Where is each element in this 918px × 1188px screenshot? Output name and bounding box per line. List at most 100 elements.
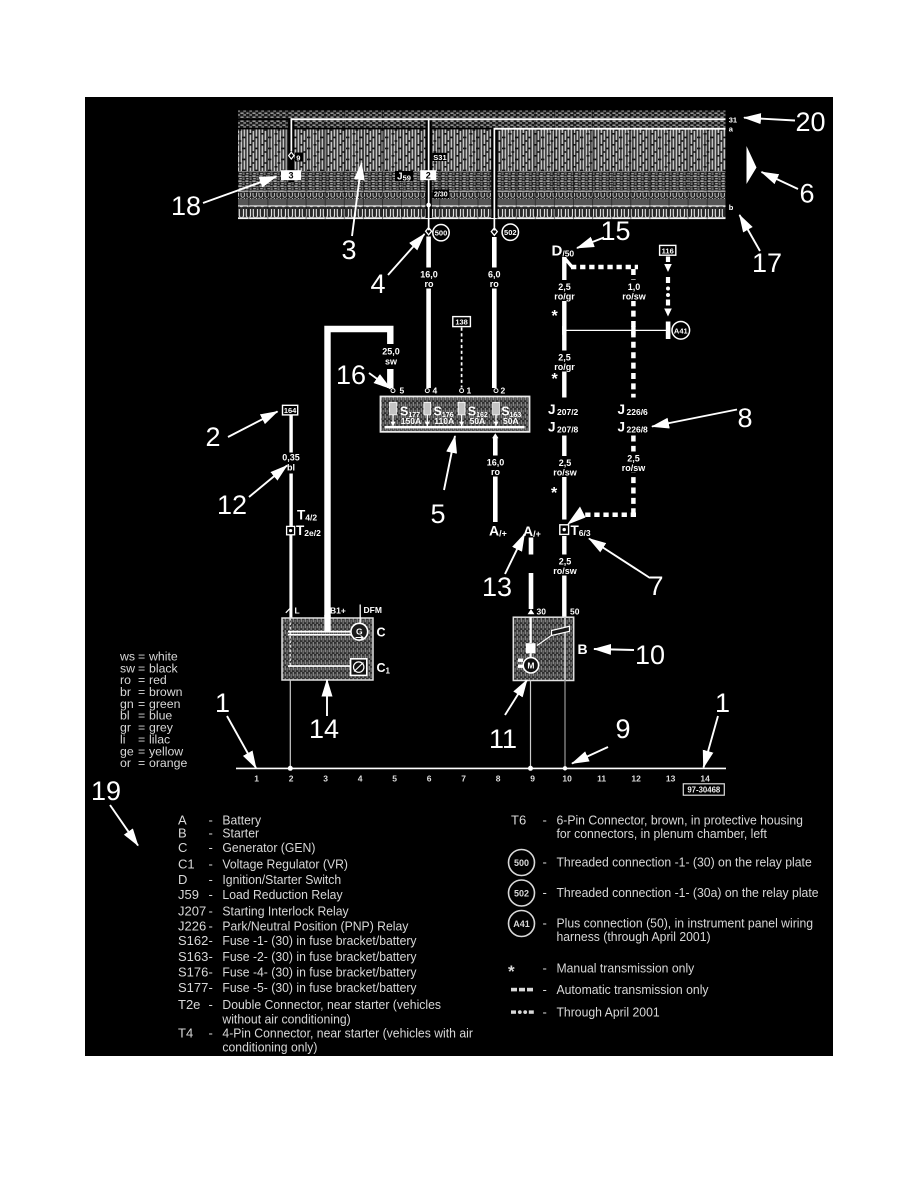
- svg-text:=: =: [138, 650, 145, 664]
- svg-text:18: 18: [171, 191, 201, 221]
- svg-text:B: B: [178, 826, 187, 841]
- svg-text:ro/sw: ro/sw: [622, 463, 647, 473]
- svg-text:*: *: [508, 962, 515, 981]
- svg-text:ro/gr: ro/gr: [554, 292, 575, 302]
- svg-text:-: -: [209, 933, 213, 948]
- svg-text:ro/sw: ro/sw: [553, 468, 578, 478]
- svg-text:3: 3: [341, 235, 356, 265]
- svg-text:Threaded connection -1- (30a): Threaded connection -1- (30a) on the rel…: [556, 886, 818, 900]
- svg-text:b: b: [729, 203, 734, 212]
- svg-text:97-30468: 97-30468: [687, 785, 721, 794]
- svg-text:50A: 50A: [503, 416, 519, 426]
- svg-text:-: -: [543, 916, 547, 931]
- svg-text:110A: 110A: [434, 416, 454, 426]
- svg-text:-: -: [209, 1025, 213, 1040]
- svg-text:-: -: [209, 872, 213, 887]
- svg-text:G: G: [356, 627, 363, 637]
- svg-text:10: 10: [635, 640, 665, 670]
- svg-text:11: 11: [597, 774, 606, 784]
- svg-text:-: -: [209, 949, 213, 964]
- svg-text:-: -: [209, 856, 213, 871]
- svg-text:gn: gn: [120, 697, 134, 711]
- svg-text:sw: sw: [385, 357, 398, 367]
- svg-text:50A: 50A: [470, 416, 486, 426]
- svg-text:-: -: [209, 903, 213, 918]
- svg-text:ro: ro: [120, 673, 131, 687]
- svg-text:6-Pin Connector, brown, in pro: 6-Pin Connector, brown, in protective ho…: [556, 813, 802, 827]
- svg-text:ro/gr: ro/gr: [554, 362, 575, 372]
- svg-text:14: 14: [700, 774, 710, 784]
- svg-text:Park/Neutral Position (PNP) Re: Park/Neutral Position (PNP) Relay: [222, 919, 409, 933]
- svg-text:-: -: [543, 982, 547, 997]
- svg-text:13: 13: [482, 572, 512, 602]
- svg-text:=: =: [138, 685, 145, 699]
- svg-text:gr: gr: [120, 721, 131, 735]
- svg-text:S177: S177: [178, 980, 208, 995]
- svg-text:11: 11: [489, 724, 517, 754]
- svg-text:8: 8: [496, 774, 501, 784]
- svg-text:C: C: [377, 626, 386, 640]
- svg-text:grey: grey: [149, 721, 174, 735]
- svg-text:Fuse -1- (30) in fuse bracket/: Fuse -1- (30) in fuse bracket/battery: [222, 934, 417, 948]
- svg-text:A: A: [178, 812, 187, 827]
- svg-text:4: 4: [433, 386, 438, 396]
- svg-text:Double Connector, near starter: Double Connector, near starter (vehicles: [222, 998, 441, 1012]
- svg-text:25,0: 25,0: [382, 347, 400, 357]
- svg-text:-: -: [209, 887, 213, 902]
- svg-text:L: L: [295, 606, 300, 616]
- svg-text:for connectors, in plenum cham: for connectors, in plenum chamber, left: [556, 826, 767, 840]
- svg-text:12: 12: [631, 774, 641, 784]
- svg-text:J59: J59: [178, 887, 199, 902]
- svg-text:-: -: [209, 812, 213, 827]
- svg-text:ro/sw: ro/sw: [553, 566, 578, 576]
- svg-text:Plus connection (50), in instr: Plus connection (50), in instrument pane…: [556, 916, 813, 930]
- svg-text:yellow: yellow: [149, 744, 183, 758]
- svg-text:9: 9: [296, 154, 300, 163]
- svg-text:-: -: [209, 918, 213, 933]
- svg-text:1: 1: [467, 386, 472, 396]
- svg-text:2: 2: [205, 422, 220, 452]
- svg-text:ro/sw: ro/sw: [622, 292, 647, 302]
- svg-text:16,0: 16,0: [420, 270, 438, 280]
- svg-text:6: 6: [799, 179, 814, 209]
- svg-text:a: a: [729, 125, 734, 134]
- svg-text:1,0: 1,0: [628, 282, 641, 292]
- svg-text:2,5: 2,5: [558, 353, 571, 363]
- svg-text:150A: 150A: [401, 416, 421, 426]
- svg-text:10: 10: [562, 774, 572, 784]
- svg-text:500: 500: [435, 229, 448, 238]
- svg-text:502: 502: [504, 228, 517, 237]
- svg-text:lilac: lilac: [149, 732, 170, 746]
- svg-text:5: 5: [392, 774, 397, 784]
- svg-text:=: =: [138, 709, 145, 723]
- svg-text:502: 502: [514, 889, 529, 899]
- svg-text:Generator (GEN): Generator (GEN): [222, 840, 315, 854]
- svg-text:50: 50: [570, 607, 580, 617]
- svg-text:Voltage Regulator (VR): Voltage Regulator (VR): [222, 857, 348, 871]
- svg-text:ge: ge: [120, 744, 134, 758]
- svg-text:7: 7: [648, 571, 663, 601]
- svg-text:1: 1: [215, 688, 230, 718]
- svg-text:116: 116: [662, 246, 674, 255]
- svg-text:20: 20: [795, 107, 825, 137]
- svg-text:Through April 2001: Through April 2001: [556, 1005, 659, 1019]
- svg-text:138: 138: [455, 318, 468, 327]
- svg-text:D: D: [178, 872, 187, 887]
- svg-text:4: 4: [370, 269, 385, 299]
- svg-text:A41: A41: [674, 326, 688, 335]
- svg-text:4: 4: [358, 774, 363, 784]
- svg-text:-: -: [543, 1005, 547, 1020]
- svg-text:1: 1: [254, 774, 259, 784]
- svg-text:30: 30: [537, 607, 547, 617]
- svg-text:green: green: [149, 697, 181, 711]
- svg-text:Fuse -5- (30) in fuse bracket/: Fuse -5- (30) in fuse bracket/battery: [222, 981, 417, 995]
- svg-text:19: 19: [91, 776, 121, 806]
- svg-text:=: =: [138, 697, 145, 711]
- svg-text:164: 164: [284, 406, 297, 415]
- svg-text:17: 17: [752, 248, 782, 278]
- svg-text:Starting Interlock Relay: Starting Interlock Relay: [222, 904, 349, 918]
- svg-text:T6: T6: [511, 812, 526, 827]
- svg-text:-: -: [209, 826, 213, 841]
- svg-text:li: li: [120, 732, 125, 746]
- svg-text:2,5: 2,5: [558, 282, 571, 292]
